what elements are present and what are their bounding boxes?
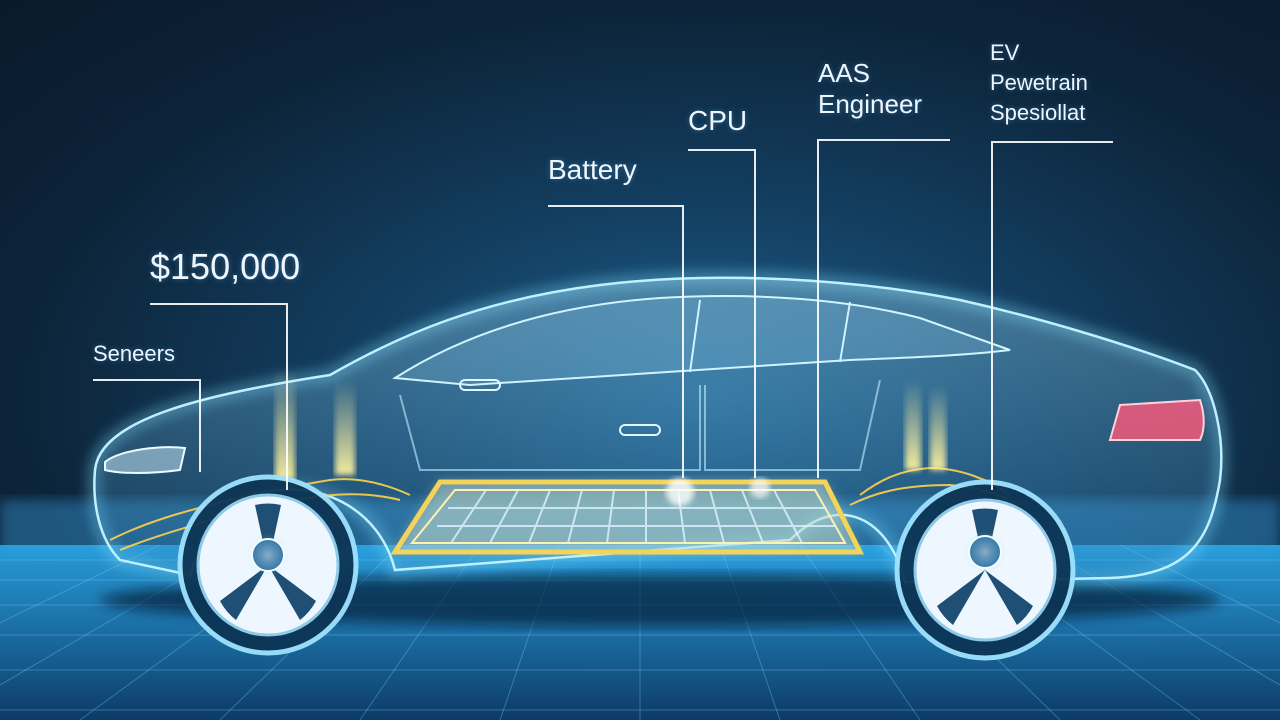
leader-sensors bbox=[93, 379, 201, 472]
battery-pack bbox=[390, 478, 865, 555]
leader-cpu bbox=[688, 149, 756, 478]
leader-battery bbox=[548, 205, 684, 478]
ev-line3: Spesiollat bbox=[990, 100, 1086, 125]
ev-line2: Pewetrain bbox=[990, 70, 1088, 95]
aas-line2: Engineer bbox=[818, 89, 923, 119]
sensors-label: Seneers bbox=[93, 341, 175, 366]
leader-ev bbox=[991, 141, 1113, 490]
ev-specialist-label: EV Pewetrain Spesiollat bbox=[990, 38, 1088, 128]
front-wheel bbox=[177, 474, 359, 656]
ev-line1: EV bbox=[990, 40, 1020, 65]
battery-label: Battery bbox=[548, 154, 637, 185]
rear-wheel bbox=[894, 479, 1076, 661]
leader-price bbox=[150, 303, 288, 490]
cpu-label: CPU bbox=[688, 105, 748, 136]
tail-light bbox=[1108, 398, 1205, 441]
aas-line1: AAS bbox=[818, 58, 871, 88]
aas-engineer-label: AAS Engineer bbox=[818, 58, 922, 120]
leader-aas bbox=[817, 139, 950, 478]
price-label: $150,000 bbox=[150, 246, 301, 287]
